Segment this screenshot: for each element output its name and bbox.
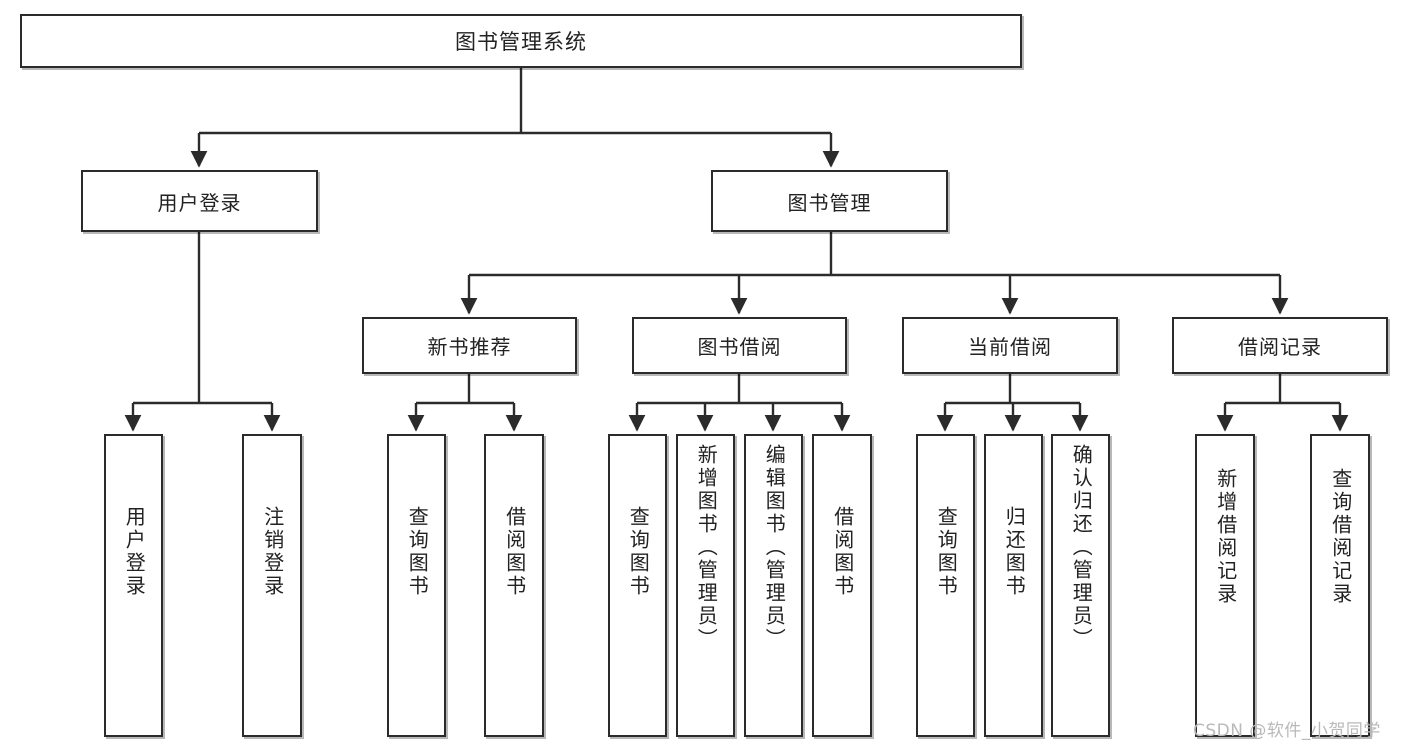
node-user-login-label: 用户登录: [157, 190, 242, 215]
csdn-watermark: CSDN @软件_小贺同学: [1193, 721, 1381, 741]
node-user-login[interactable]: 用户登录: [81, 170, 318, 232]
leaf-borrow-book-2-label: 借阅图书: [830, 506, 855, 598]
edge-userlogin-to-leaves: [124, 232, 281, 432]
leaf-query-book-2-label: 查询图书: [626, 506, 651, 598]
node-book-borrow[interactable]: 图书借阅: [632, 317, 847, 374]
leaf-return-book-label: 归还图书: [1002, 506, 1027, 598]
leaf-logout-label: 注销登录: [260, 506, 285, 598]
edge-newbook-to-leaves: [407, 374, 523, 432]
leaf-add-record[interactable]: 新增借阅记录: [1195, 434, 1255, 737]
edge-currentborrow-to-leaves: [936, 374, 1089, 432]
node-new-book-rec-label: 新书推荐: [427, 335, 512, 359]
leaf-confirm-return-label: 确认归还（管理员）: [1069, 444, 1094, 651]
leaf-query-book-3-label: 查询图书: [934, 506, 959, 598]
edge-borrowrecord-to-leaves: [1216, 374, 1349, 432]
leaf-borrow-book-1[interactable]: 借阅图书: [484, 434, 544, 737]
leaf-query-book-1-label: 查询图书: [405, 506, 430, 598]
edge-bookborrow-to-leaves: [628, 374, 851, 432]
leaf-edit-book-label: 编辑图书（管理员）: [762, 444, 787, 651]
leaf-query-record-label: 查询借阅记录: [1328, 468, 1353, 606]
leaf-add-book[interactable]: 新增图书（管理员）: [676, 434, 735, 737]
leaf-edit-book[interactable]: 编辑图书（管理员）: [744, 434, 803, 737]
node-book-manage-label: 图书管理: [787, 190, 872, 215]
node-book-manage[interactable]: 图书管理: [711, 170, 948, 232]
leaf-user-login-label: 用户登录: [122, 506, 147, 598]
node-root[interactable]: 图书管理系统: [20, 14, 1022, 68]
leaf-return-book[interactable]: 归还图书: [984, 434, 1043, 737]
edge-bookmanage-to-level2: [460, 232, 1289, 315]
node-current-borrow-label: 当前借阅: [968, 335, 1052, 359]
leaf-borrow-book-2[interactable]: 借阅图书: [812, 434, 872, 737]
leaf-query-book-2[interactable]: 查询图书: [608, 434, 667, 737]
leaf-confirm-return[interactable]: 确认归还（管理员）: [1051, 434, 1110, 737]
node-book-borrow-label: 图书借阅: [697, 335, 782, 359]
leaf-query-book-1[interactable]: 查询图书: [387, 434, 446, 737]
node-root-label: 图书管理系统: [455, 30, 587, 54]
leaf-add-book-label: 新增图书（管理员）: [694, 444, 719, 651]
node-new-book-rec[interactable]: 新书推荐: [362, 317, 577, 374]
leaf-query-book-3[interactable]: 查询图书: [916, 434, 975, 737]
leaf-logout[interactable]: 注销登录: [242, 434, 302, 737]
node-borrow-record-label: 借阅记录: [1238, 335, 1322, 359]
node-borrow-record[interactable]: 借阅记录: [1172, 317, 1388, 374]
edge-root-to-level1: [190, 68, 840, 168]
node-current-borrow[interactable]: 当前借阅: [902, 317, 1118, 374]
leaf-query-record[interactable]: 查询借阅记录: [1310, 434, 1370, 737]
leaf-add-record-label: 新增借阅记录: [1213, 468, 1238, 606]
leaf-user-login[interactable]: 用户登录: [104, 434, 163, 737]
leaf-borrow-book-1-label: 借阅图书: [502, 506, 527, 598]
